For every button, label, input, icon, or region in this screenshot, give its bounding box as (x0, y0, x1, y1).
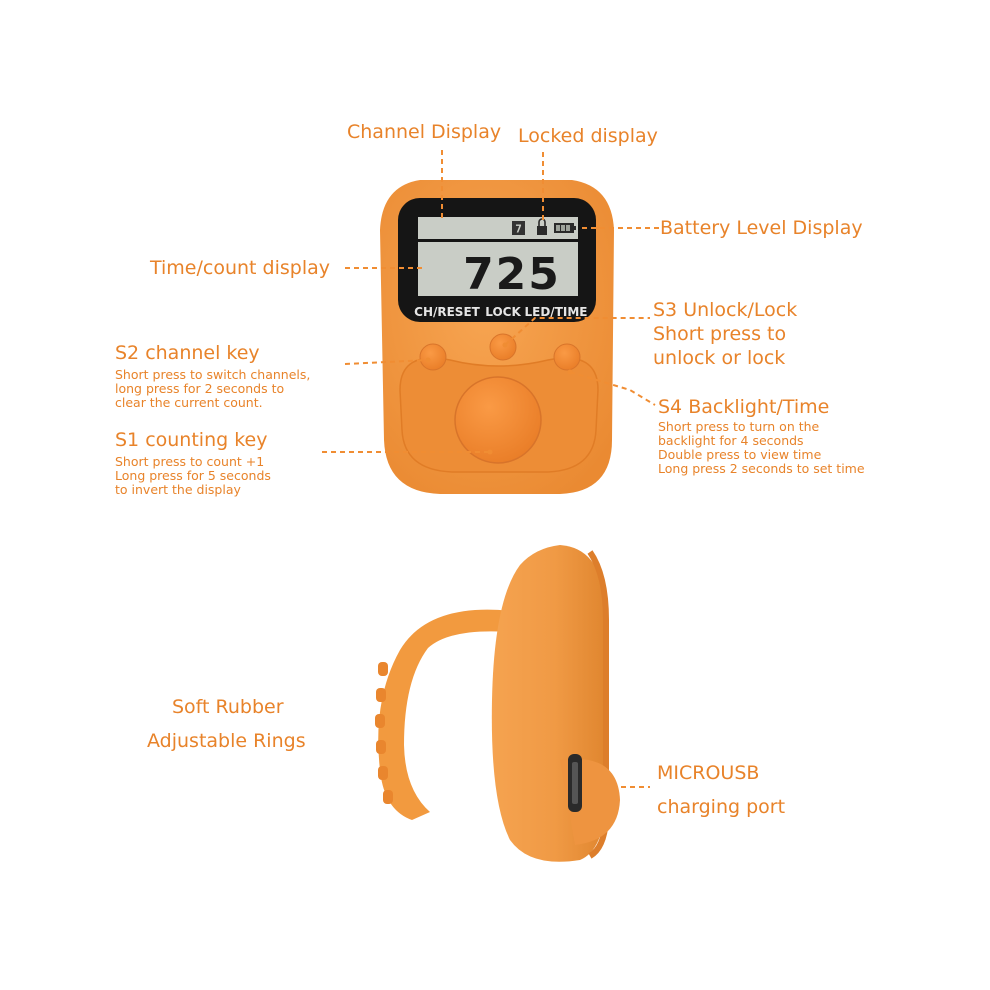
leader-dot-s2 (425, 357, 431, 363)
callout-battery-level: Battery Level Display (660, 217, 863, 239)
callout-usb-line2: charging port (657, 796, 786, 818)
callout-channel-display: Channel Display (347, 121, 502, 143)
callout-ring-line1: Soft Rubber (172, 696, 284, 718)
count-display-value: 725 (463, 249, 561, 300)
leader-dot-s3 (502, 342, 508, 348)
leader-s3 (504, 317, 650, 346)
lcd-main-screen (418, 242, 578, 296)
s3-lock-button[interactable] (489, 333, 517, 361)
channel-indicator-box (512, 221, 525, 235)
callout-s2-line1: Short press to switch channels, (115, 367, 311, 382)
label-lock: LOCK (485, 305, 521, 319)
callout-usb-line1: MICROUSB (657, 762, 760, 784)
callout-s3-title: S3 Unlock/Lock (653, 299, 798, 321)
leader-dot-s1 (487, 449, 493, 455)
callout-s2-title: S2 channel key (115, 342, 260, 364)
label-ch-reset: CH/RESET (414, 305, 481, 319)
callout-s1-line1: Short press to count +1 (115, 454, 265, 469)
leader-dot-s4 (567, 369, 573, 375)
leader-s2 (344, 359, 429, 365)
callout-s2-line2: long press for 2 seconds to (115, 381, 285, 396)
callout-s3-line1: Short press to (653, 323, 787, 345)
callout-ring-line2: Adjustable Rings (147, 730, 306, 752)
callout-s2-line3: clear the current count. (115, 395, 263, 410)
callout-s3-line2: unlock or lock (653, 347, 786, 369)
callout-time-count: Time/count display (150, 257, 331, 279)
s4-backlight-button[interactable] (553, 343, 581, 371)
callout-s1-title: S1 counting key (115, 429, 268, 451)
leader-s4 (569, 371, 656, 406)
label-led-time: LED/TIME (525, 305, 588, 319)
callout-s4-line3: Double press to view time (658, 447, 822, 462)
callout-s1-line3: to invert the display (115, 482, 241, 497)
s1-counting-button[interactable] (454, 376, 542, 464)
channel-value: 7 (515, 223, 522, 236)
callout-s4-line2: backlight for 4 seconds (658, 433, 804, 448)
callout-s1-line2: Long press for 5 seconds (115, 468, 271, 483)
adjustable-ring (378, 609, 520, 820)
s2-channel-button[interactable] (419, 343, 447, 371)
callout-s4-title: S4 Backlight/Time (658, 396, 830, 418)
device-side-illustration (375, 545, 620, 862)
callout-locked-display: Locked display (518, 125, 658, 147)
callout-s4-line4: Long press 2 seconds to set time (658, 461, 865, 476)
callout-s4-line1: Short press to turn on the (658, 419, 820, 434)
battery-icon (554, 223, 576, 233)
leader-lines (322, 150, 660, 788)
